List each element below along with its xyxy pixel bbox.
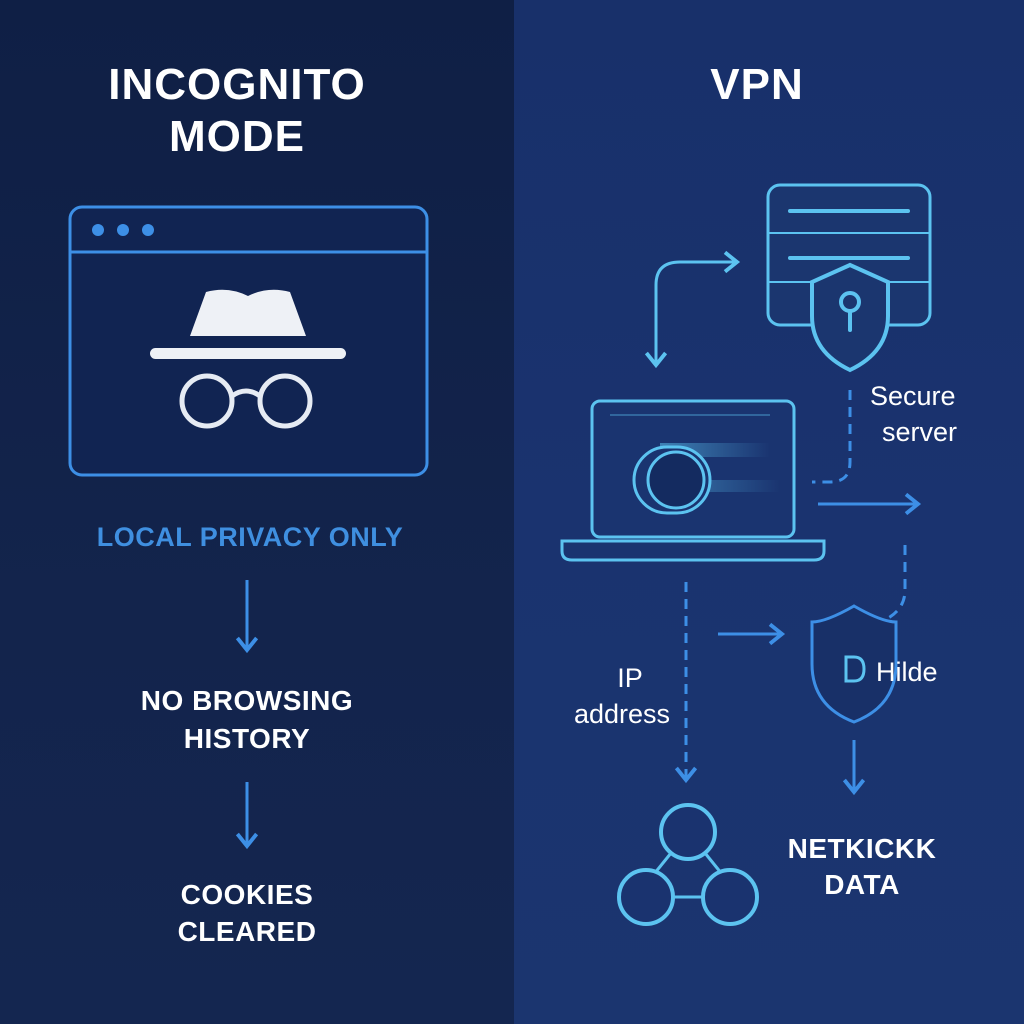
data-label-line2: DATA bbox=[824, 869, 900, 900]
no-history-line1: NO BROWSING bbox=[140, 685, 354, 716]
incognito-title-line2: MODE bbox=[169, 112, 305, 161]
dashed-hide-line bbox=[879, 545, 907, 624]
cookies-line2: CLEARED bbox=[177, 916, 317, 947]
incognito-title-line1: INCOGNITO bbox=[108, 60, 366, 109]
hat-icon bbox=[150, 289, 346, 359]
shield-lock-icon bbox=[810, 262, 890, 373]
local-privacy-label: LOCAL PRIVACY ONLY bbox=[96, 522, 404, 552]
ip-label-line1: IP bbox=[617, 663, 643, 693]
no-history-line2: HISTORY bbox=[183, 723, 311, 754]
secure-server-line2: server bbox=[882, 417, 958, 447]
bidirectional-arrow bbox=[644, 250, 741, 369]
cookies-line1: COOKIES bbox=[180, 879, 314, 910]
secure-server-line1: Secure bbox=[870, 381, 956, 411]
laptop-icon bbox=[560, 399, 826, 562]
network-icon bbox=[617, 803, 759, 926]
ip-label-line2: address bbox=[573, 699, 671, 729]
incognito-panel bbox=[0, 0, 514, 1024]
browser-window-icon bbox=[68, 205, 429, 477]
data-label-line1: NETKICKK bbox=[787, 833, 937, 864]
hide-label: Hilde bbox=[876, 657, 938, 687]
glasses-icon bbox=[179, 373, 313, 429]
vpn-title: VPN bbox=[710, 60, 804, 109]
hide-shield-icon bbox=[810, 604, 898, 724]
dashed-tunnel-line bbox=[812, 390, 852, 484]
